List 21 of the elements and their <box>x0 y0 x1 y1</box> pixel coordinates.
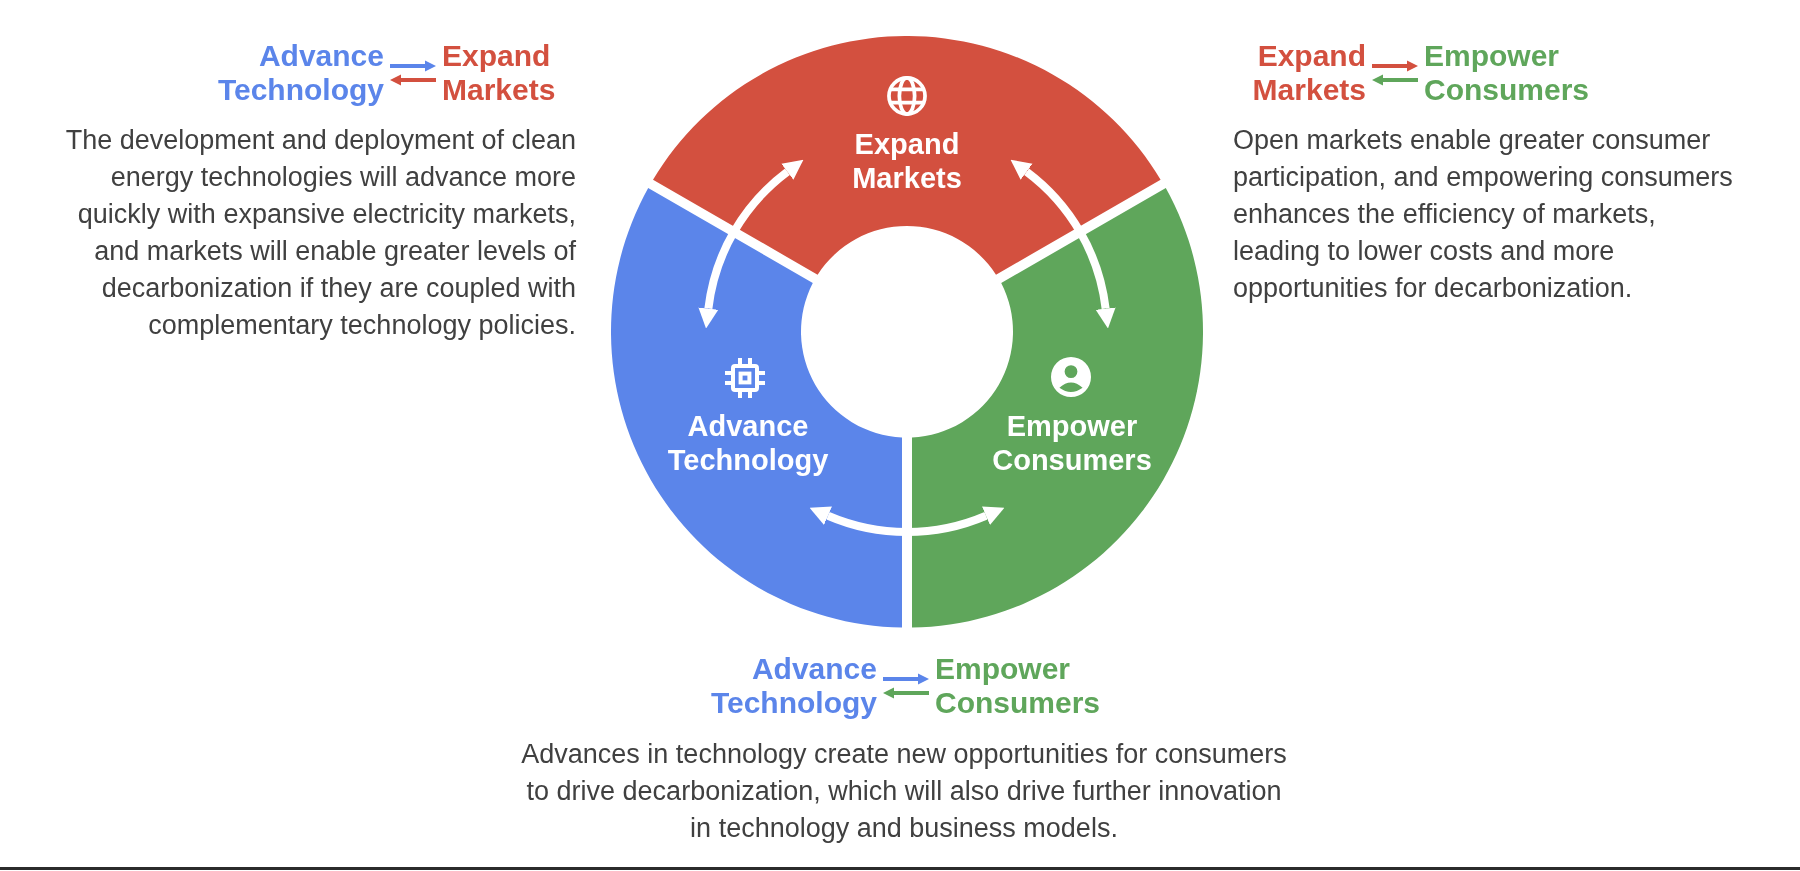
arrow <box>883 687 929 699</box>
arrow <box>390 60 436 72</box>
segment-label: Advance Technology <box>667 409 829 477</box>
description-text: The development and deployment of clean energy technologies will advance more quickly with expansive electricity markets, and markets will enable greater levels of decarbonization if they are coupled with complementary technology policies. <box>64 124 576 342</box>
segment-label: Expand Markets <box>852 127 962 195</box>
topic-heading: Advance Technology <box>710 652 877 720</box>
double-headed-arrow <box>809 506 1005 536</box>
arrow <box>390 74 436 86</box>
description-text: Advances in technology create new opportunities for consumers to drive decarbonization, which will also drive further innovation in technology and business models. <box>520 738 1288 845</box>
arrow <box>1372 60 1418 72</box>
double-headed-arrow <box>1011 158 1116 329</box>
topic-heading: Expand Markets <box>1252 39 1366 107</box>
segment-label: Empower Consumers <box>992 409 1152 477</box>
topic-heading: Empower Consumers <box>1424 39 1590 107</box>
arrow <box>883 673 929 685</box>
double-headed-arrow <box>698 158 803 329</box>
arrow <box>1372 74 1418 86</box>
topic-heading: Expand Markets <box>442 39 556 107</box>
description-text: Open markets enable greater consumer participation, and empowering consumers enhances the efficiency of markets, leading to lower costs and more opportunities for decarbonization. <box>1233 124 1734 305</box>
topic-heading: Advance Technology <box>217 39 384 107</box>
topic-heading: Empower Consumers <box>935 652 1101 720</box>
